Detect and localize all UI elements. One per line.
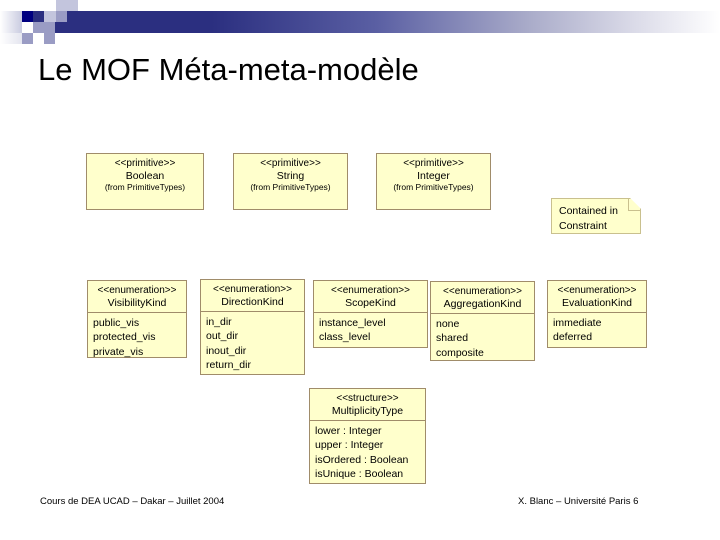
enum-literal: immediate: [553, 317, 602, 330]
header-square-2: [0, 33, 22, 44]
footer-right: X. Blanc – Université Paris 6: [518, 496, 639, 507]
enum-literal: instance_level: [319, 317, 386, 330]
enum-literal: protected_vis: [93, 331, 156, 344]
string-name: String: [276, 169, 305, 182]
footer-left: Cours de DEA UCAD – Dakar – Juillet 2004: [40, 496, 225, 507]
visibilitykind-name: VisibilityKind: [107, 296, 167, 309]
header-square-6: [56, 11, 67, 22]
header-square-3: [56, 0, 78, 11]
enum-literal: inout_dir: [206, 344, 247, 357]
boolean-stereotype: <<primitive>>: [114, 158, 176, 169]
boolean-name: Boolean: [125, 169, 165, 182]
header-square-5: [33, 22, 55, 33]
boolean-header: <<primitive>> Boolean (from PrimitiveTyp…: [87, 154, 203, 195]
boolean-from: (from PrimitiveTypes): [104, 182, 186, 193]
uml-class-integer: <<primitive>> Integer (from PrimitiveTyp…: [376, 153, 491, 210]
uml-enum-directionkind: <<enumeration>> DirectionKind in_dir out…: [200, 279, 305, 375]
scopekind-stereotype: <<enumeration>>: [331, 285, 410, 296]
multiplicitytype-stereotype: <<structure>>: [336, 393, 399, 404]
enum-literal: out_dir: [206, 330, 239, 343]
aggregationkind-name: AggregationKind: [443, 297, 522, 310]
aggregationkind-literals: none shared composite: [431, 314, 534, 364]
integer-stereotype: <<primitive>>: [403, 158, 464, 169]
header-square-1: [0, 11, 22, 33]
enum-literal: class_level: [319, 331, 371, 344]
uml-enum-scopekind: <<enumeration>> ScopeKind instance_level…: [313, 280, 428, 348]
evaluationkind-name: EvaluationKind: [561, 296, 633, 309]
scopekind-name: ScopeKind: [345, 296, 396, 309]
uml-note-contained-in-constraint: Contained in Constraint: [551, 198, 641, 234]
attribute-row: isUnique : Boolean: [315, 467, 404, 480]
attribute-row: lower : Integer: [315, 425, 382, 438]
header-square-4: [44, 11, 66, 22]
directionkind-literals: in_dir out_dir inout_dir return_dir: [201, 312, 304, 376]
uml-enum-aggregationkind: <<enumeration>> AggregationKind none sha…: [430, 281, 535, 361]
integer-header: <<primitive>> Integer (from PrimitiveTyp…: [377, 154, 490, 195]
enum-literal: return_dir: [206, 358, 251, 371]
uml-class-boolean: <<primitive>> Boolean (from PrimitiveTyp…: [86, 153, 204, 210]
enum-literal: in_dir: [206, 316, 232, 329]
visibilitykind-literals: public_vis protected_vis private_vis: [88, 313, 186, 363]
enum-literal: none: [436, 318, 460, 331]
visibilitykind-header: <<enumeration>> VisibilityKind: [88, 281, 186, 314]
multiplicitytype-name: MultiplicityType: [331, 404, 404, 417]
evaluationkind-stereotype: <<enumeration>>: [557, 285, 637, 296]
string-from: (from PrimitiveTypes): [250, 182, 331, 193]
string-stereotype: <<primitive>>: [260, 158, 321, 169]
scopekind-header: <<enumeration>> ScopeKind: [314, 281, 427, 314]
note-line-1: Contained in: [559, 205, 618, 217]
uml-enum-visibilitykind: <<enumeration>> VisibilityKind public_vi…: [87, 280, 187, 358]
multiplicitytype-attributes: lower : Integer upper : Integer isOrdere…: [310, 421, 425, 485]
header-square-9: [22, 22, 33, 33]
enum-literal: composite: [436, 346, 484, 359]
uml-enum-evaluationkind: <<enumeration>> EvaluationKind immediate…: [547, 280, 647, 348]
uml-class-string: <<primitive>> String (from PrimitiveType…: [233, 153, 348, 210]
multiplicitytype-header: <<structure>> MultiplicityType: [310, 389, 425, 422]
string-header: <<primitive>> String (from PrimitiveType…: [234, 154, 347, 195]
attribute-row: isOrdered : Boolean: [315, 453, 409, 466]
visibilitykind-stereotype: <<enumeration>>: [97, 285, 177, 296]
note-fold-corner: [628, 199, 640, 211]
evaluationkind-literals: immediate deferred: [548, 313, 646, 348]
enum-literal: shared: [436, 332, 469, 345]
header-square-7: [44, 33, 55, 44]
scopekind-literals: instance_level class_level: [314, 313, 427, 348]
uml-structure-multiplicitytype: <<structure>> MultiplicityType lower : I…: [309, 388, 426, 484]
enum-literal: public_vis: [93, 317, 140, 330]
slide-title: Le MOF Méta-meta-modèle: [38, 52, 419, 87]
directionkind-stereotype: <<enumeration>>: [213, 284, 292, 295]
integer-from: (from PrimitiveTypes): [393, 182, 474, 193]
enum-literal: deferred: [553, 331, 593, 344]
directionkind-header: <<enumeration>> DirectionKind: [201, 280, 304, 313]
enum-literal: private_vis: [93, 345, 144, 358]
header-square-accent: [22, 11, 33, 22]
attribute-row: upper : Integer: [315, 439, 384, 452]
aggregationkind-header: <<enumeration>> AggregationKind: [431, 282, 534, 315]
evaluationkind-header: <<enumeration>> EvaluationKind: [548, 281, 646, 314]
directionkind-name: DirectionKind: [221, 295, 284, 308]
integer-name: Integer: [417, 169, 450, 182]
aggregationkind-stereotype: <<enumeration>>: [443, 286, 522, 297]
note-line-2: Constraint: [559, 220, 607, 233]
header-gradient-bar: [33, 11, 720, 33]
header-square-8: [22, 33, 33, 44]
